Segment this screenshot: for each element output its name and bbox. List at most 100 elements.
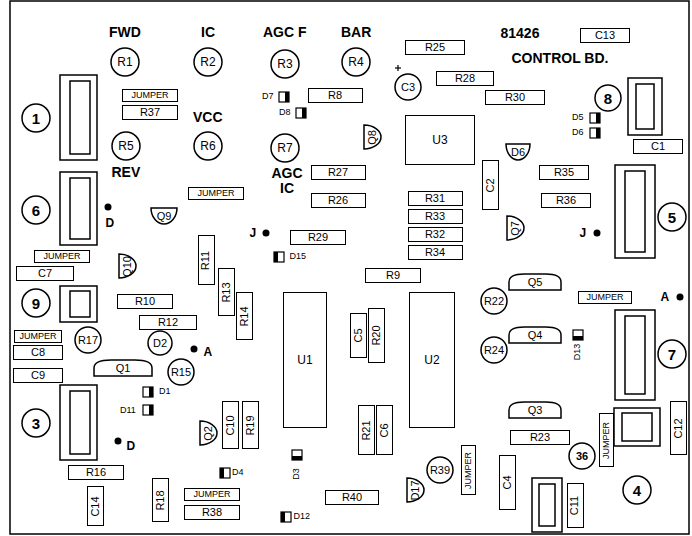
- part-outline: [481, 337, 507, 363]
- resistor-box: R33: [408, 209, 463, 224]
- trimpot-circle: R6: [193, 131, 223, 161]
- trimpot-circle: R5: [111, 131, 141, 161]
- part-outline: [481, 288, 507, 314]
- part-label: 36: [576, 451, 588, 462]
- connector-housing: [70, 391, 90, 454]
- part-label: R9: [386, 270, 400, 281]
- capacitor-box: C7: [16, 266, 74, 281]
- part-label: D6: [511, 147, 525, 158]
- part-label: R2: [200, 56, 215, 68]
- part-label: R26: [328, 195, 348, 206]
- diode-band: [149, 387, 153, 397]
- diode-band: [596, 113, 600, 123]
- connector-housing: [60, 286, 97, 322]
- part-outline: [342, 48, 370, 76]
- part-label: U3: [432, 134, 447, 146]
- silkscreen-label: D: [127, 440, 136, 453]
- part-label: Q7: [510, 221, 521, 236]
- connector-housing: [625, 316, 645, 394]
- resistor-box: R16: [68, 465, 124, 480]
- capacitor-box: C10: [222, 401, 239, 449]
- diode-band: [302, 108, 306, 118]
- part-label: JUMPER: [602, 421, 611, 458]
- part-label: R23: [530, 432, 550, 443]
- jumper-box: JUMPER: [184, 488, 240, 501]
- part-label: R27: [328, 167, 348, 178]
- part-label: 3: [32, 416, 40, 431]
- diode-symbol: [590, 128, 600, 138]
- part-label: R31: [425, 193, 445, 204]
- part-label: R3: [277, 58, 292, 70]
- part-outline: [148, 331, 172, 355]
- trimpot-circle: R1: [110, 47, 140, 77]
- test-point-dot: [263, 230, 270, 237]
- ic-chip: U1: [283, 292, 327, 428]
- diode-band: [149, 405, 153, 415]
- connector-housing: [70, 178, 90, 239]
- part-label: R24: [484, 345, 504, 356]
- diode-band: [220, 468, 224, 478]
- resistor-box: R29: [290, 230, 346, 245]
- capacitor-circle: C3: [394, 73, 422, 101]
- diode-symbol: [573, 330, 583, 340]
- silkscreen-label: VCC: [193, 110, 223, 125]
- diode-symbol: [292, 450, 302, 460]
- part-label: R36: [556, 195, 576, 206]
- part-outline: [595, 85, 621, 111]
- connector-number: 9: [21, 288, 51, 318]
- diode-symbol: [279, 92, 289, 102]
- capacitor-box: C4: [499, 455, 516, 510]
- part-outline: [75, 327, 101, 353]
- part-label: 9: [32, 296, 40, 311]
- resistor-box: R35: [539, 165, 589, 180]
- part-label: R13: [221, 282, 232, 302]
- connector-number: 6: [21, 195, 51, 225]
- transistor-outline: Q3: [508, 401, 562, 419]
- resistor-box: R13: [218, 268, 235, 316]
- silkscreen-label: D: [106, 217, 115, 230]
- part-outline: [623, 476, 651, 504]
- silkscreen-label: AGC F: [263, 25, 307, 40]
- silkscreen-label: REV: [112, 165, 141, 180]
- part-outline: [509, 327, 561, 343]
- part-label: C3: [401, 82, 415, 93]
- part-label: Q1: [116, 363, 131, 374]
- silkscreen-label: A: [661, 291, 670, 304]
- resistor-box: R18: [152, 478, 169, 522]
- jumper-box: JUMPER: [14, 330, 62, 343]
- part-label: R20: [371, 325, 382, 345]
- part-outline: [22, 196, 50, 224]
- diode-symbol: [281, 512, 291, 522]
- part-label: Q9: [157, 211, 172, 222]
- part-outline: [194, 132, 222, 160]
- silkscreen-label: D12: [294, 512, 311, 522]
- silkscreen-label: IC: [201, 25, 215, 40]
- diode-symbol: [590, 113, 600, 123]
- trimpot-circle: R17: [74, 326, 102, 354]
- trimpot-circle: R22: [480, 287, 508, 315]
- jumper-box: JUMPER: [599, 413, 614, 467]
- part-label: JUMPER: [193, 490, 230, 499]
- part-label: R1: [117, 56, 132, 68]
- test-point-dot: [105, 204, 112, 211]
- diode-symbol: [220, 468, 230, 478]
- test-point-dot: [594, 230, 601, 237]
- part-label: 6: [32, 203, 40, 218]
- connector-housing: [60, 75, 97, 160]
- resistor-box: R12: [139, 315, 197, 330]
- part-outline: [427, 457, 453, 483]
- silkscreen-label: J: [250, 227, 257, 240]
- part-label: C10: [225, 415, 236, 435]
- resistor-box: R10: [117, 294, 173, 309]
- resistor-box: R25: [405, 40, 465, 55]
- test-point-dot: [115, 438, 122, 445]
- capacitor-box: C14: [87, 486, 104, 526]
- jumper-box: JUMPER: [122, 89, 178, 102]
- part-outline: [94, 360, 152, 376]
- part-label: R4: [348, 56, 363, 68]
- part-label: Q10: [121, 256, 132, 277]
- resistor-box: R26: [311, 193, 366, 208]
- diode-band: [573, 336, 583, 340]
- silkscreen-label: CONTROL BD.: [512, 51, 609, 66]
- resistor-box: R38: [184, 505, 240, 520]
